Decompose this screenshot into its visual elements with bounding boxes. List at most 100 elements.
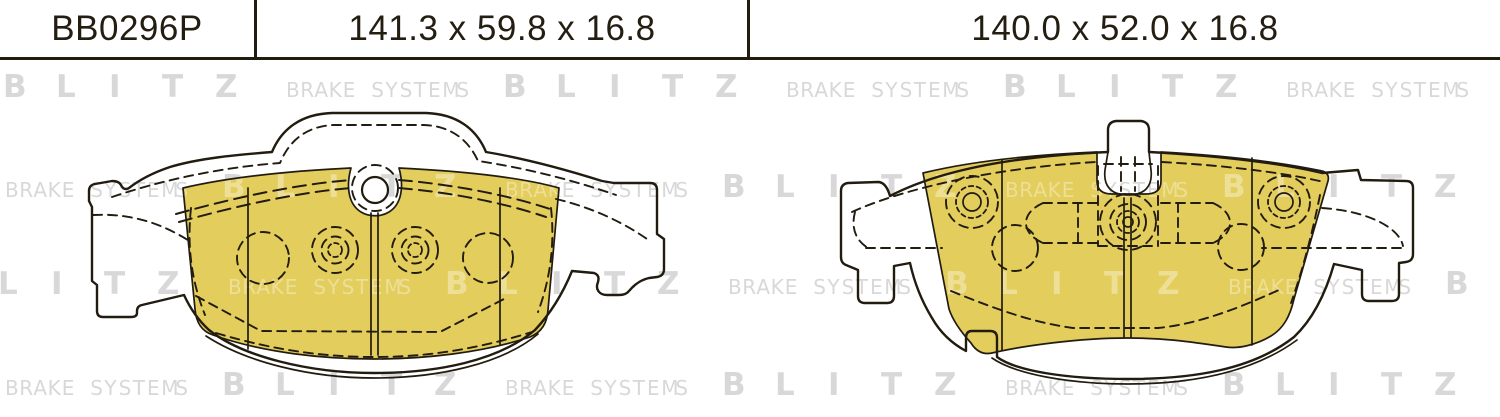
watermark-letter: M xyxy=(1442,78,1459,102)
watermark-letter: E xyxy=(870,275,883,299)
part-number: BB0296P xyxy=(51,8,203,48)
right-retainer-bell-outline xyxy=(1103,151,1153,196)
watermark-letter: E xyxy=(785,275,798,299)
watermark-letter: S xyxy=(900,78,913,102)
watermark-letter: S xyxy=(90,376,103,400)
watermark-letter: T xyxy=(1132,376,1146,400)
watermark-letter: S xyxy=(675,178,688,202)
ring xyxy=(1116,210,1140,234)
watermark-letter: B xyxy=(5,376,19,400)
watermark-letter: S xyxy=(956,78,969,102)
watermark-letter: M xyxy=(442,78,459,102)
watermark-letter: B xyxy=(5,178,19,202)
watermark-letter: T xyxy=(913,78,927,102)
watermark-letter: R xyxy=(242,275,256,299)
watermark-letter: L xyxy=(1275,367,1295,403)
watermark-letter: R xyxy=(19,178,33,202)
left-ear-hidden-curves xyxy=(92,198,648,243)
watermark-letter: S xyxy=(813,275,826,299)
watermark-letter: S xyxy=(619,178,632,202)
watermark-letter: B xyxy=(722,367,746,403)
left-hidden-top-contour xyxy=(111,124,617,198)
left-bottom-hidden-curve xyxy=(215,331,533,358)
watermark-letter: A xyxy=(1033,178,1047,202)
watermark-letter: E xyxy=(928,78,941,102)
watermark-letter: T xyxy=(1413,78,1427,102)
watermark-letter: T xyxy=(1381,367,1402,403)
ring xyxy=(945,175,999,229)
watermark-letter: R xyxy=(1300,78,1314,102)
watermark-letter: E xyxy=(1343,78,1356,102)
watermark-letter: I xyxy=(609,69,621,105)
watermark-letter: E xyxy=(147,376,160,400)
watermark-letter: S xyxy=(590,376,603,400)
watermark-letter: A xyxy=(33,376,47,400)
watermark-letter: Y xyxy=(326,275,340,299)
watermark-letter: E xyxy=(1428,78,1441,102)
watermark-letter: I xyxy=(1328,169,1340,205)
watermark-letter: E xyxy=(428,78,441,102)
watermark-letter: S xyxy=(1175,178,1188,202)
watermark-letter: Y xyxy=(884,78,898,102)
ring xyxy=(400,235,430,265)
watermark-letter: T xyxy=(632,178,646,202)
watermark-letter: B xyxy=(722,169,746,205)
watermark-letter: L xyxy=(0,266,18,302)
watermark-letter: S xyxy=(119,376,132,400)
watermark-letter: L xyxy=(275,367,295,403)
watermark-letter: T xyxy=(881,367,902,403)
watermark-letter: M xyxy=(661,376,678,400)
ring xyxy=(327,242,343,258)
ring xyxy=(962,192,982,212)
right-concentric-feature-right xyxy=(1257,175,1311,229)
right-pad-dimensions: 140.0 x 52.0 x 16.8 xyxy=(971,8,1279,48)
watermark-letter: S xyxy=(1400,78,1413,102)
watermark-letter: B xyxy=(1445,266,1469,302)
watermark-letter: R xyxy=(19,376,33,400)
ring xyxy=(1267,185,1301,219)
watermark-letter: R xyxy=(300,78,314,102)
header-table: BB0296P 141.3 x 59.8 x 16.8 140.0 x 52.0… xyxy=(0,0,1500,60)
right-guide-circle-right xyxy=(1217,223,1265,271)
left-bottom-chamfer-line xyxy=(195,295,507,333)
watermark-letter: S xyxy=(842,275,855,299)
watermark-letter: T xyxy=(104,266,125,302)
watermark-letter: A xyxy=(756,275,770,299)
watermark-letter: Y xyxy=(1384,78,1398,102)
watermark-letter: T xyxy=(1162,69,1183,105)
right-ear-hidden-curve-left xyxy=(852,211,943,249)
watermark-letter: K xyxy=(1329,78,1343,102)
watermark-letter: L xyxy=(775,169,795,205)
left-concentric-feature-b xyxy=(391,226,439,274)
right-bottom-chamfer-line xyxy=(950,288,1282,329)
watermark-letter: K xyxy=(48,178,62,202)
watermark-letter: Y xyxy=(384,78,398,102)
watermark-letter: B xyxy=(228,275,242,299)
watermark-letter: Z xyxy=(157,266,179,302)
right-hidden-top-contour xyxy=(851,161,1325,213)
watermark-letter: I xyxy=(328,169,340,205)
watermark-letter: S xyxy=(1398,275,1411,299)
watermark-letter: S xyxy=(371,78,384,102)
watermark-letter: A xyxy=(1033,376,1047,400)
watermark-letter: L xyxy=(275,169,295,205)
watermark-letter: I xyxy=(1109,69,1121,105)
watermark-letter: M xyxy=(661,178,678,202)
watermark-letter: E xyxy=(343,78,356,102)
left-friction-outline xyxy=(182,167,560,360)
right-friction-outline xyxy=(922,151,1330,355)
ring xyxy=(1109,203,1147,241)
watermark-letter: L xyxy=(1056,69,1076,105)
watermark-letter: Z xyxy=(1157,266,1179,302)
watermark-letter: E xyxy=(1062,376,1075,400)
watermark-letter: K xyxy=(48,376,62,400)
watermark-letter: M xyxy=(942,78,959,102)
left-pad-dimensions-cell: 141.3 x 59.8 x 16.8 xyxy=(257,0,750,57)
watermark-letter: Y xyxy=(1103,376,1117,400)
watermark-letter: B xyxy=(505,376,519,400)
watermark-letter: I xyxy=(1328,367,1340,403)
watermark-letter: S xyxy=(675,376,688,400)
watermark-letter: I xyxy=(1051,266,1063,302)
watermark-letter: Y xyxy=(1326,275,1340,299)
